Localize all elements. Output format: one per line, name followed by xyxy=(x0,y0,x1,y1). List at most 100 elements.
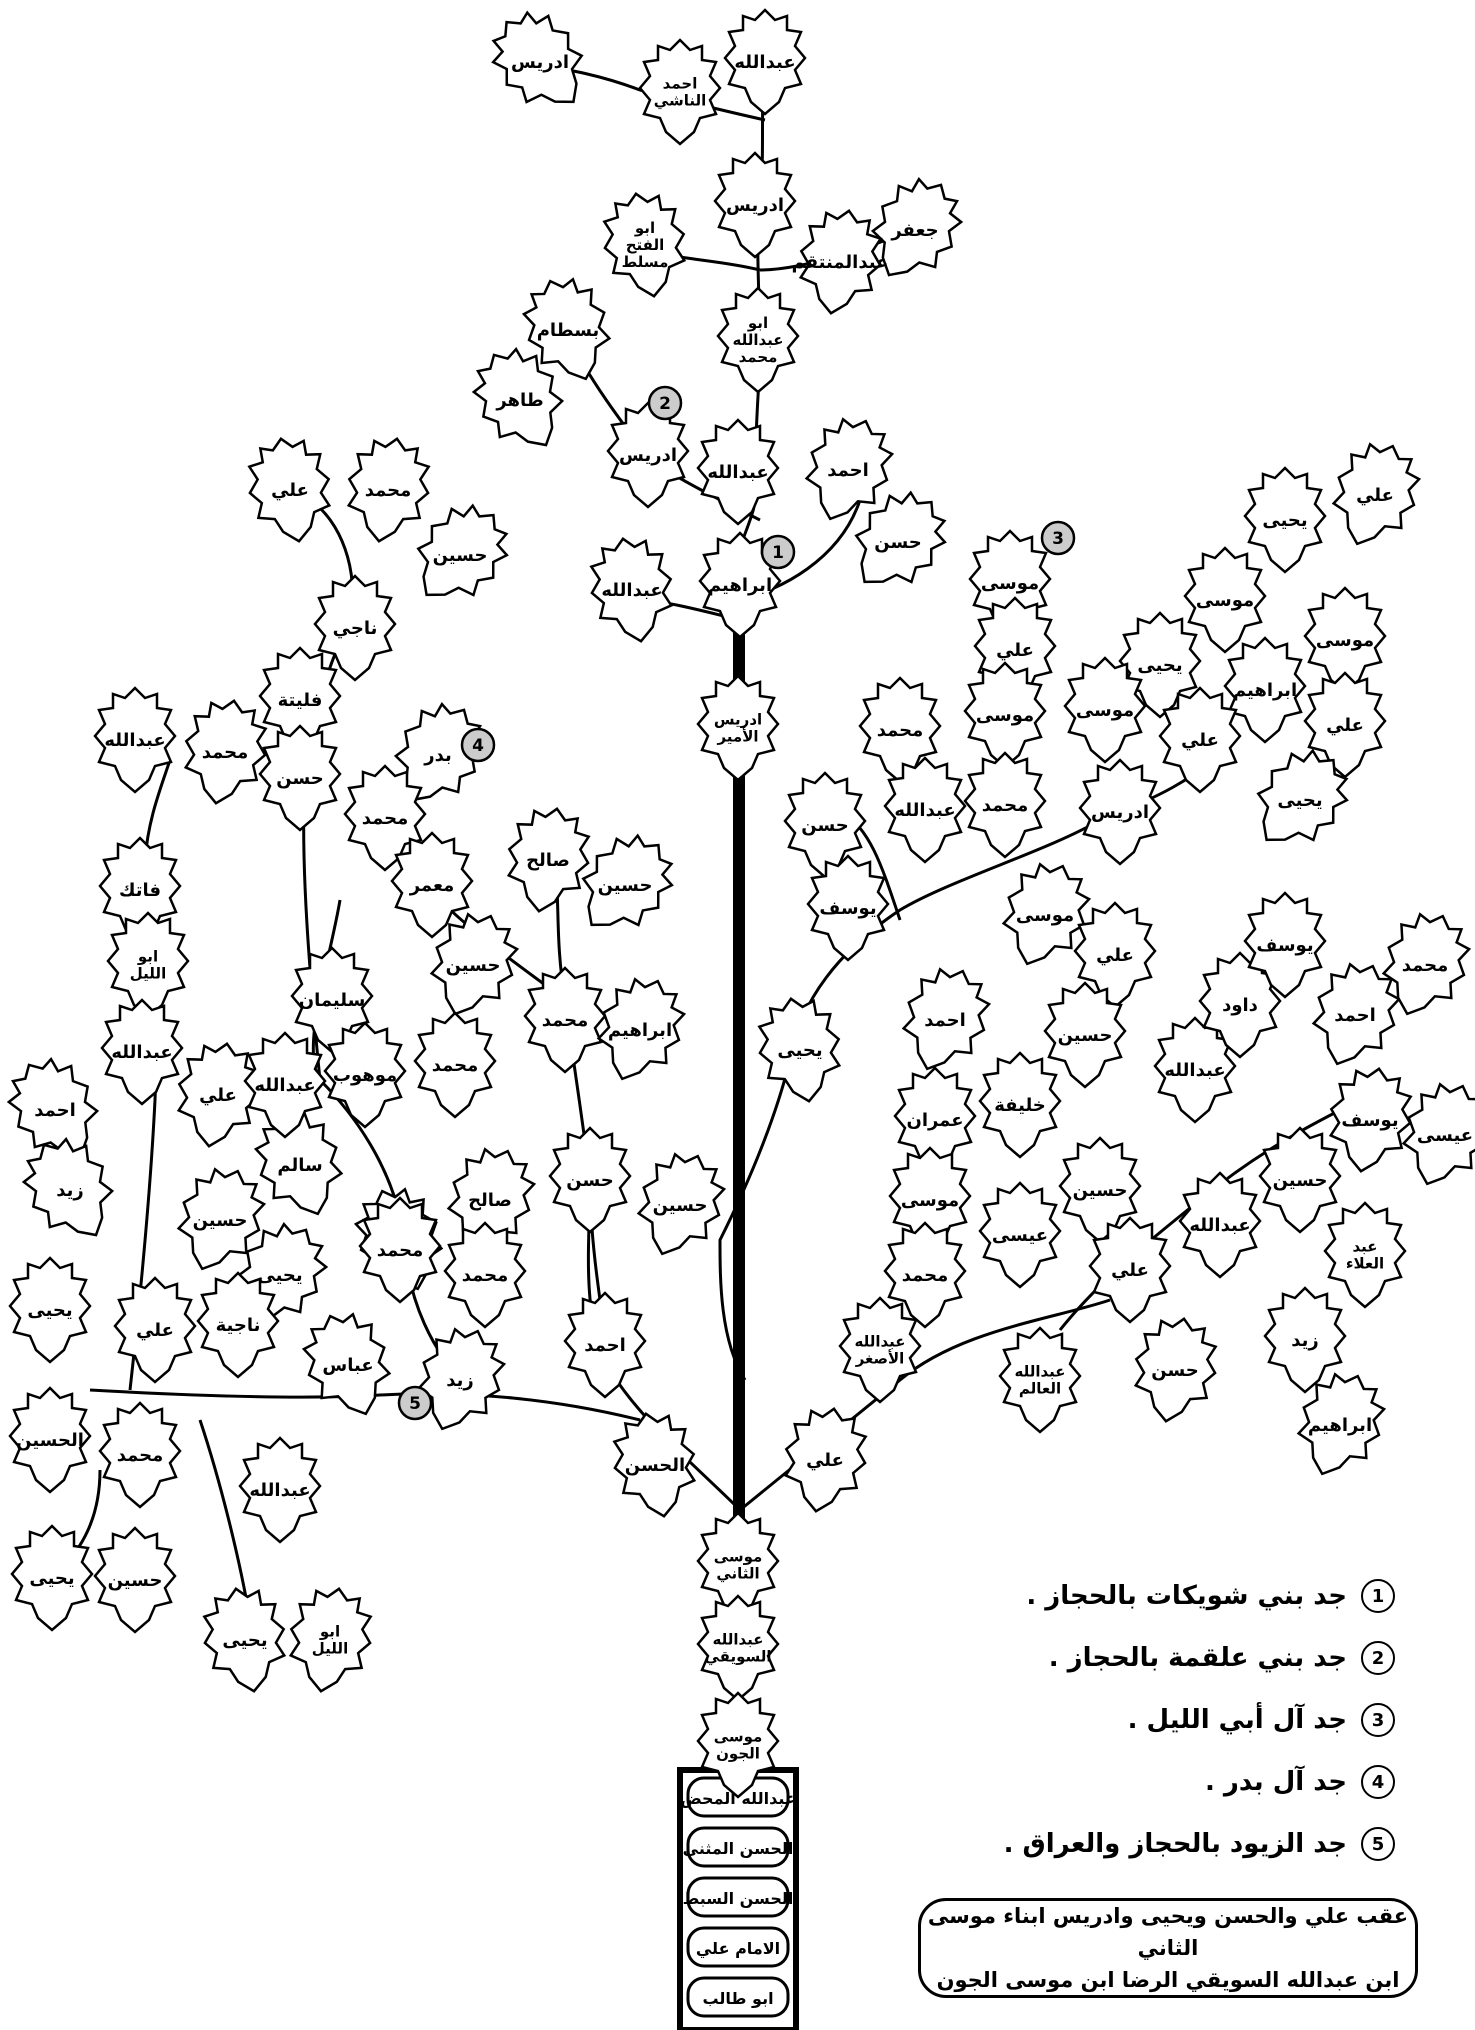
leaf-label: يحيى xyxy=(1277,790,1322,811)
leaf-label: عبدالله xyxy=(1014,1363,1065,1381)
legend-text: جد الزيود بالحجاز والعراق . xyxy=(1004,1829,1347,1859)
branch-line xyxy=(720,1060,790,1380)
legend-number: 5 xyxy=(1361,1827,1395,1861)
leaf-label: حسن xyxy=(874,532,922,553)
leaf-label: علي xyxy=(199,1085,237,1106)
leaf-node: زيد xyxy=(405,1317,516,1442)
leaf-label: حسين xyxy=(193,1210,248,1231)
leaf-label: بسطام xyxy=(537,320,600,341)
leaf-node: يوسف xyxy=(1322,1062,1419,1178)
leaf-node: يحيى xyxy=(1245,468,1325,572)
leaf-node: عبداللهالعالم xyxy=(1000,1328,1080,1432)
marker-number: 5 xyxy=(409,1394,421,1414)
leaf-node: محمد xyxy=(100,1403,180,1507)
leaf-label: ابراهيم xyxy=(1233,680,1297,701)
leaf-label: يحيى xyxy=(777,1040,822,1061)
leaf-label: محمد xyxy=(377,1240,424,1261)
leaf-node: محمد xyxy=(525,968,605,1072)
leaf-node: يحيى xyxy=(10,1258,90,1362)
leaf-label: الحسن xyxy=(625,1455,685,1476)
leaf-node: ابوالليل xyxy=(282,1582,379,1698)
leaf-label: موسى xyxy=(981,573,1039,594)
leaf-node: حسين xyxy=(1260,1128,1340,1232)
leaf-node: زيد xyxy=(9,1125,130,1255)
leaf-label: علي xyxy=(1181,730,1219,751)
leaf-node: احمد xyxy=(565,1293,645,1397)
leaf-label: ناجية xyxy=(216,1315,261,1336)
leaf-label: عبدالله xyxy=(712,1631,763,1649)
leaf-label: علي xyxy=(136,1320,174,1341)
leaf-label: احمد xyxy=(663,75,698,93)
leaf-label: عبدالله xyxy=(104,730,165,751)
leaf-label: عبد xyxy=(1352,1238,1377,1256)
leaf-label: علي xyxy=(806,1450,844,1471)
leaf-label: يحيى xyxy=(222,1630,267,1651)
leaf-label: بدر xyxy=(423,745,452,766)
leaf-node: علي xyxy=(115,1278,195,1382)
leaf-node: ابوالليل xyxy=(108,913,188,1017)
leaf-label: يحيى xyxy=(29,1568,74,1589)
leaf-node: ادريس xyxy=(1080,760,1160,864)
leaf-label: ناجي xyxy=(333,618,378,639)
leaf-node: عبدالله xyxy=(698,420,778,524)
leaf-node: موسى xyxy=(1185,548,1265,652)
leaf-node: ابوعبداللهمحمد xyxy=(718,288,798,392)
leaf-node: حسين xyxy=(95,1528,175,1632)
leaf-label: احمد xyxy=(1334,1005,1376,1026)
leaf-label: يحيى xyxy=(1137,655,1182,676)
leaf-node: محمد xyxy=(445,1223,525,1327)
leaf-label: عبدالله xyxy=(734,52,795,73)
leaf-label: حسين xyxy=(598,875,653,896)
leaf-label: ادريس xyxy=(511,52,569,73)
leaf-label: ابو xyxy=(137,948,158,966)
leaf-label: الأصغر xyxy=(855,1350,905,1368)
marker-number: 4 xyxy=(472,736,484,756)
marker-number: 3 xyxy=(1052,529,1064,549)
trunk-box-label: الحسن المثنى xyxy=(683,1839,794,1858)
legend-number: 4 xyxy=(1361,1765,1395,1799)
leaf-label: يوسف xyxy=(1341,1110,1398,1131)
leaf-label: حسين xyxy=(1073,1180,1128,1201)
leaf-label: عبدالله xyxy=(111,1042,172,1063)
leaf-label: عبدالمنتقم xyxy=(792,252,889,273)
leaf-node: عبداللهالأصغر xyxy=(840,1298,920,1402)
leaf-label: علي xyxy=(1326,715,1364,736)
leaf-label: حسين xyxy=(108,1570,163,1591)
leaf-label: عيسى xyxy=(992,1225,1048,1246)
leaf-label: العالم xyxy=(1019,1380,1061,1398)
leaf-node: ابراهيم xyxy=(1225,638,1305,742)
leaf-label: حسن xyxy=(566,1170,614,1191)
leaf-label: موسى xyxy=(976,705,1034,726)
leaf-label: علي xyxy=(1096,945,1134,966)
footnote-line: عقب علي والحسن ويحيى وادريس ابناء موسى ا… xyxy=(921,1900,1415,1964)
leaf-label: الحسين xyxy=(16,1430,84,1451)
leaf-label: حسين xyxy=(653,1195,708,1216)
leaf-label: محمد xyxy=(202,742,249,763)
legend-number: 1 xyxy=(1361,1579,1395,1613)
leaf-label: موسى xyxy=(1016,905,1074,926)
leaf-node: محمد xyxy=(965,753,1045,857)
leaf-label: يوسف xyxy=(1256,935,1313,956)
leaf-node: عبدالله xyxy=(1180,1173,1260,1277)
leaf-label: حسين xyxy=(433,545,488,566)
leaf-label: حسن xyxy=(1151,1360,1199,1381)
leaf-node: جعفر xyxy=(854,165,975,295)
leaf-label: يحيى xyxy=(1262,510,1307,531)
leaf-label: ابراهيم xyxy=(708,575,772,596)
leaf-node: حسن xyxy=(550,1128,630,1232)
leaf-label: ادريس xyxy=(619,445,677,466)
leaf-label: موسى xyxy=(714,1728,763,1746)
leaf-label: احمد xyxy=(34,1100,76,1121)
leaf-node: عبدالله xyxy=(725,10,805,114)
leaf-label: ادريس xyxy=(714,711,762,729)
leaf-label: ابراهيم xyxy=(608,1020,672,1041)
legend-item: 3جد آل أبي الليل . xyxy=(875,1689,1395,1751)
leaf-node: ابراهيم xyxy=(585,967,696,1092)
leaf-node: يحيى xyxy=(752,992,849,1108)
leaf-label: محمد xyxy=(362,808,409,829)
leaf-node: محمد xyxy=(177,694,274,810)
leaf-label: ادريس xyxy=(1091,802,1149,823)
leaf-label: موسى xyxy=(1076,700,1134,721)
leaf-label: الأمير xyxy=(716,728,758,746)
leaf-label: عبدالله xyxy=(894,800,955,821)
